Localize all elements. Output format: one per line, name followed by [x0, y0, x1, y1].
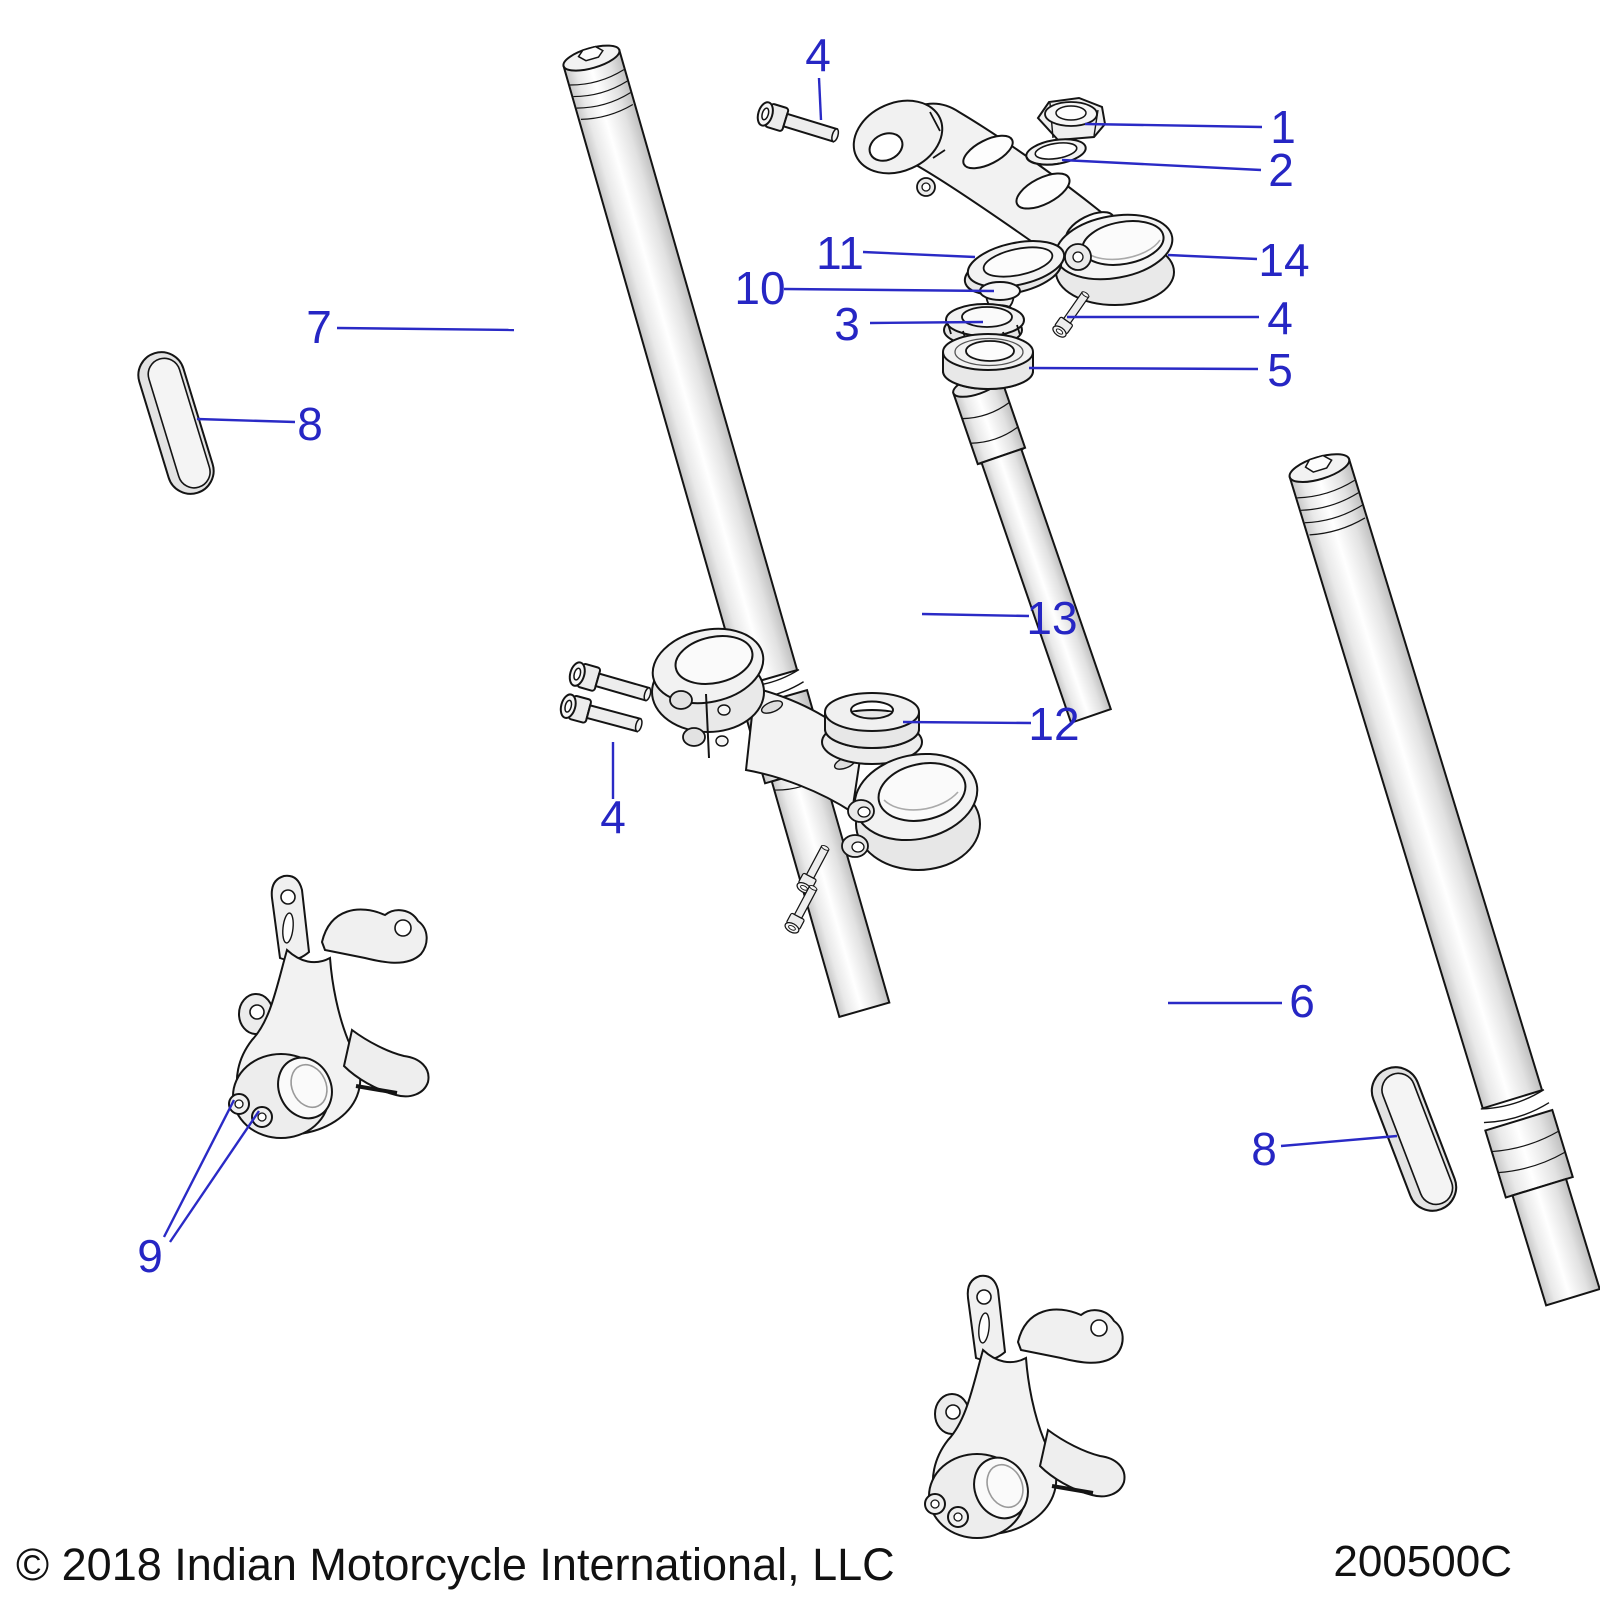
lower-leg-left — [227, 873, 431, 1140]
reflector-pad-right — [1363, 1059, 1465, 1219]
lower-clamp-bolt-2 — [557, 691, 646, 739]
callout-4-bottom: 4 — [600, 791, 626, 843]
callout-7: 7 — [306, 301, 332, 353]
lower-leg-right — [923, 1273, 1127, 1540]
copyright-notice: © 2018 Indian Motorcycle International, … — [16, 1539, 895, 1590]
steering-stem-nut — [1036, 96, 1107, 142]
fork-tube-left — [562, 44, 891, 1019]
callout-9: 9 — [137, 1230, 163, 1282]
callout-13: 13 — [1026, 592, 1077, 644]
callout-leader-lines — [162, 77, 1398, 1243]
steering-stem — [952, 372, 1113, 725]
callout-labels: 4 1 2 14 11 10 3 4 5 7 8 13 12 4 9 6 8 — [137, 29, 1315, 1282]
callout-2: 2 — [1268, 144, 1294, 196]
callout-14: 14 — [1258, 234, 1309, 286]
fork-cap-hex-left — [577, 45, 604, 62]
callout-8-right: 8 — [1251, 1123, 1277, 1175]
callout-4-top: 4 — [805, 29, 831, 81]
callout-4-right: 4 — [1267, 292, 1293, 344]
washer — [1025, 138, 1087, 166]
upper-bearing — [942, 333, 1034, 390]
callout-5: 5 — [1267, 344, 1293, 396]
upper-clamp-bolt — [754, 99, 843, 149]
reflector-pad-left — [131, 345, 221, 501]
callout-8-left: 8 — [297, 398, 323, 450]
pinch-bolt-right — [1050, 288, 1094, 340]
callout-11: 11 — [816, 227, 864, 279]
callout-1: 1 — [1270, 101, 1296, 153]
fork-tube-right — [1288, 453, 1600, 1307]
callout-12: 12 — [1028, 698, 1079, 750]
callout-10: 10 — [734, 262, 785, 314]
lower-bearing — [824, 692, 921, 749]
upper-triple-clamp — [852, 99, 1175, 306]
fork-cap-hex-right — [1304, 454, 1333, 473]
callout-3: 3 — [834, 298, 860, 350]
callout-6: 6 — [1289, 975, 1315, 1027]
diagram-part-number: 200500C — [1333, 1537, 1512, 1586]
lower-triple-clamp — [651, 627, 981, 871]
